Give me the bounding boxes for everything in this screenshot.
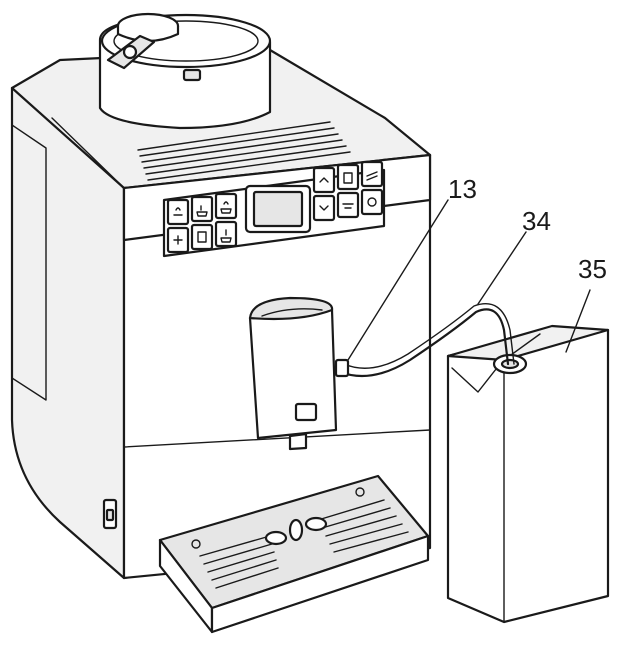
- up-icon: [319, 177, 329, 183]
- machine-lower-divider: [123, 429, 431, 448]
- down-button[interactable]: [312, 194, 336, 222]
- cup-icon: [343, 172, 353, 184]
- milk-carton: [446, 324, 610, 624]
- carton-cap: [500, 358, 520, 370]
- steam-icon: [173, 235, 183, 245]
- machine-side-recess: [11, 124, 47, 401]
- profile-button[interactable]: [336, 191, 360, 219]
- tray-logo-center: [288, 518, 304, 542]
- latte-icon: [220, 229, 232, 243]
- down-icon: [319, 205, 329, 211]
- espresso-button[interactable]: [166, 198, 190, 226]
- milk-icon: [197, 231, 207, 243]
- milk-button[interactable]: [190, 223, 214, 251]
- leader-34: [477, 231, 527, 305]
- settings-button[interactable]: [360, 188, 384, 216]
- milk-tube: [334, 303, 515, 378]
- spout-indicator: [294, 402, 318, 422]
- callout-34: 34: [522, 206, 551, 236]
- right-button-grid: [312, 160, 384, 222]
- drip-tray: [158, 474, 430, 634]
- leader-35: [565, 289, 591, 353]
- menu-icon: [366, 171, 378, 181]
- left-button-grid: [166, 192, 238, 254]
- power-switch-rocker: [105, 508, 115, 522]
- cappuccino-button[interactable]: [214, 192, 238, 220]
- tube-connector: [334, 358, 350, 378]
- coffee-button[interactable]: [190, 195, 214, 223]
- bean-hopper: [98, 12, 272, 130]
- spout-nozzle: [288, 432, 308, 451]
- up-button[interactable]: [312, 166, 336, 194]
- display-screen: [252, 190, 304, 228]
- coffee-spout: [248, 296, 338, 451]
- control-panel: [162, 160, 386, 258]
- coffee-icon: [196, 205, 208, 217]
- cappuccino-icon: [220, 201, 232, 214]
- tray-logo-right: [304, 516, 328, 532]
- leader-13: [347, 199, 449, 361]
- tray-pin-right: [355, 487, 365, 497]
- machine-top-edge: [51, 117, 125, 189]
- espresso-icon: [173, 207, 183, 216]
- cup-button[interactable]: [336, 163, 360, 191]
- settings-icon: [367, 197, 377, 207]
- top-vent-grille: [137, 121, 351, 181]
- callout-13: 13: [448, 174, 477, 204]
- tray-pin-left: [191, 539, 201, 549]
- profile-icon: [342, 203, 354, 209]
- tray-logo-left: [264, 530, 288, 546]
- callout-35: 35: [578, 254, 607, 284]
